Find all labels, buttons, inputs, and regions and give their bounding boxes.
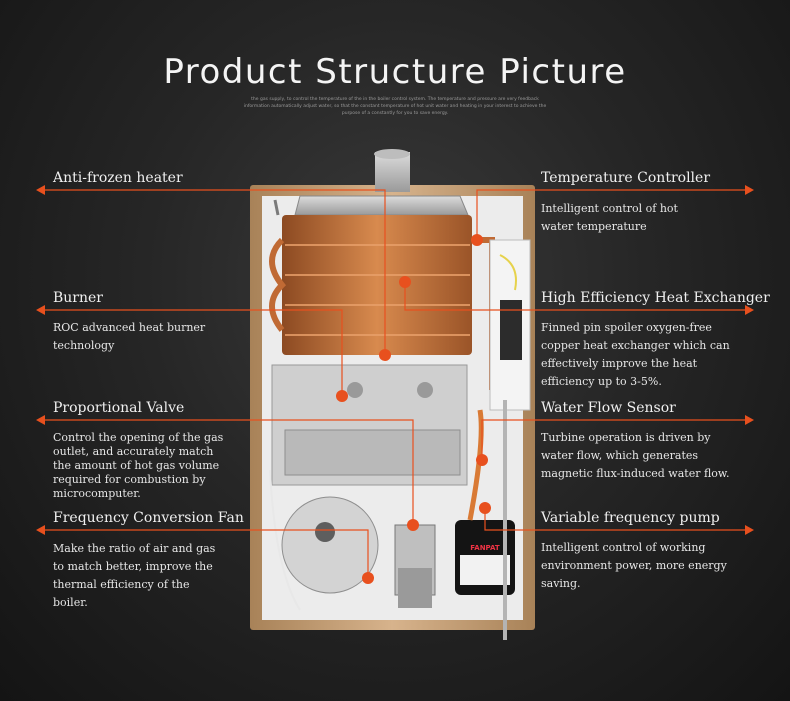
label-anti-frozen-heater: Anti-frozen heater [53,170,183,186]
page-subtitle: the gas supply, to control the temperatu… [243,97,547,116]
leader-frequency-fan [42,529,369,578]
arrow-temperature-controller [745,185,754,195]
desc-proportional-valve: Control the opening of the gas outlet, a… [53,431,224,500]
label-proportional-valve: Proportional Valve [53,400,185,416]
arrow-heat-exchanger [745,305,754,315]
leader-variable-pump [484,508,748,531]
dot-temperature-controller [471,234,483,246]
desc-variable-frequency-pump: Intelligent control of working environme… [541,541,727,590]
fan-housing [281,496,379,594]
heat-exchanger-body [282,215,472,355]
dot-frequency-fan [362,572,374,584]
arrow-anti-frozen [36,185,45,195]
arrow-proportional-valve [36,415,45,425]
label-water-flow-sensor: Water Flow Sensor [541,400,676,416]
desc-water-flow-sensor: Turbine operation is driven by water flo… [541,431,730,480]
dot-burner [336,390,348,402]
dot-proportional-valve [407,519,419,531]
label-burner: Burner [53,290,103,306]
leader-burner [42,309,343,396]
page-title: Product Structure Picture [163,52,627,92]
dot-water-flow-sensor [476,454,488,466]
leader-anti-frozen [42,189,386,355]
desc-temperature-controller: Intelligent control of hot water tempera… [541,202,678,233]
arrow-frequency-fan [36,525,45,535]
leader-proportional-valve [42,419,414,525]
dot-anti-frozen [379,349,391,361]
pump-brand: FANPAT [470,544,500,552]
arrow-variable-pump [745,525,754,535]
arrow-water-flow-sensor [745,415,754,425]
desc-burner: ROC advanced heat burner technology [53,321,206,352]
label-temperature-controller: Temperature Controller [541,170,711,186]
copper-pipe-left [269,237,287,332]
desc-heat-exchanger: Finned pin spoiler oxygen-free copper he… [541,321,730,388]
label-heat-exchanger: High Efficiency Heat Exchanger [541,290,770,306]
leader-heat-exchanger [404,282,748,311]
leader-water-flow-sensor [481,419,748,460]
arrow-burner [36,305,45,315]
label-variable-frequency-pump: Variable frequency pump [541,510,720,526]
dot-heat-exchanger [399,276,411,288]
label-frequency-conversion-fan: Frequency Conversion Fan [53,510,244,526]
leader-temperature-controller [476,189,748,240]
desc-frequency-conversion-fan: Make the ratio of air and gas to match b… [53,542,216,609]
dot-variable-pump [479,502,491,514]
